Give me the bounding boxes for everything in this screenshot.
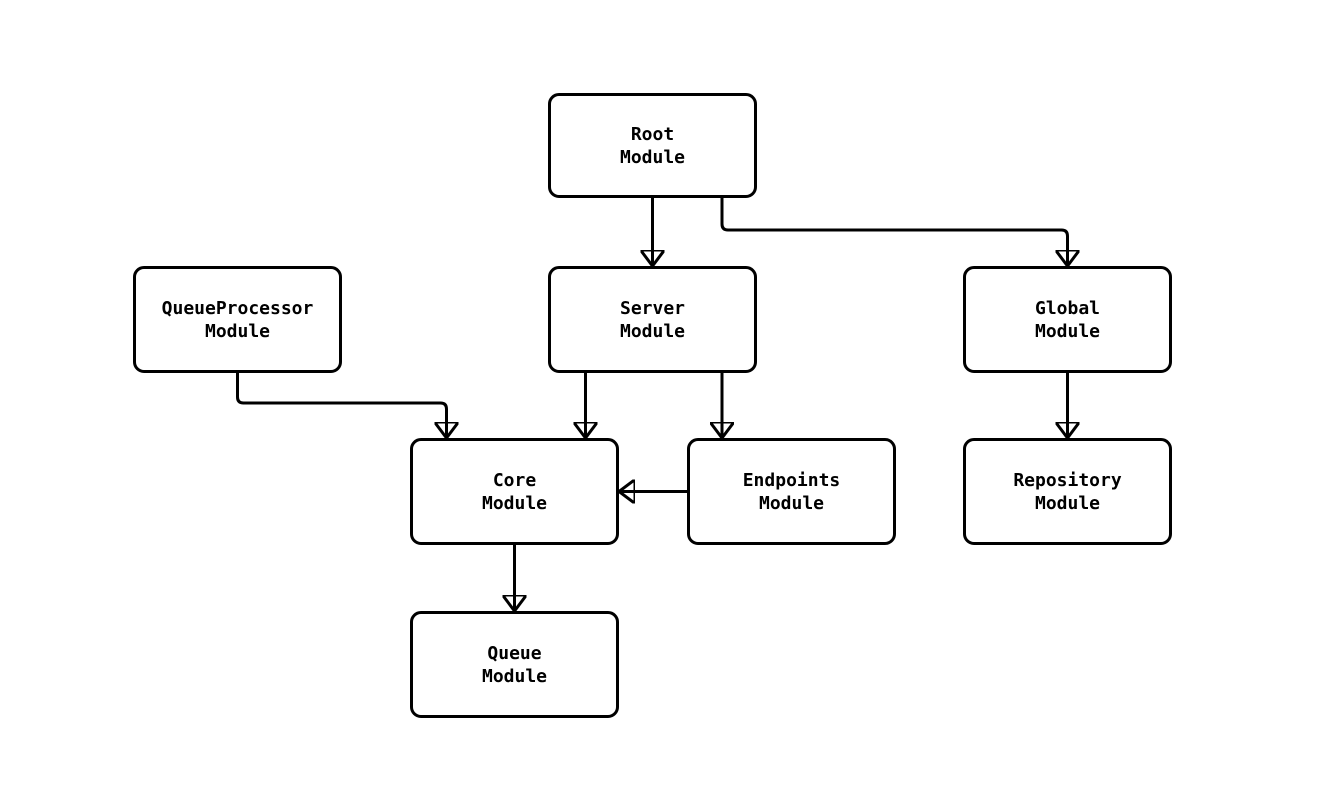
node-label-line: Module <box>1034 492 1101 514</box>
node-label-line: Repository <box>1013 469 1122 491</box>
node-label-line: Root <box>630 123 675 145</box>
node-label-line: Module <box>1034 320 1101 342</box>
node-label-line: Module <box>204 320 271 342</box>
node-label-line: Module <box>758 492 825 514</box>
node-repository-module: Repository Module <box>963 438 1172 545</box>
node-queue-module: Queue Module <box>410 611 619 718</box>
node-label-line: Module <box>481 665 548 687</box>
node-root-module: Root Module <box>548 93 757 198</box>
node-server-module: Server Module <box>548 266 757 373</box>
node-label-line: Module <box>619 146 686 168</box>
node-label-line: Module <box>481 492 548 514</box>
node-label-line: Core <box>492 469 537 491</box>
node-core-module: Core Module <box>410 438 619 545</box>
node-endpoints-module: Endpoints Module <box>687 438 896 545</box>
node-global-module: Global Module <box>963 266 1172 373</box>
node-label-line: QueueProcessor <box>161 297 314 319</box>
node-label-line: Server <box>619 297 686 319</box>
node-label-line: Module <box>619 320 686 342</box>
node-label-line: Endpoints <box>742 469 841 491</box>
node-queueprocessor-module: QueueProcessor Module <box>133 266 342 373</box>
node-label-line: Global <box>1034 297 1101 319</box>
edge-root-to-global-arrow <box>720 198 1068 266</box>
edge-queueprocessor-to-core-arrow <box>236 373 447 438</box>
node-label-line: Queue <box>487 642 542 664</box>
